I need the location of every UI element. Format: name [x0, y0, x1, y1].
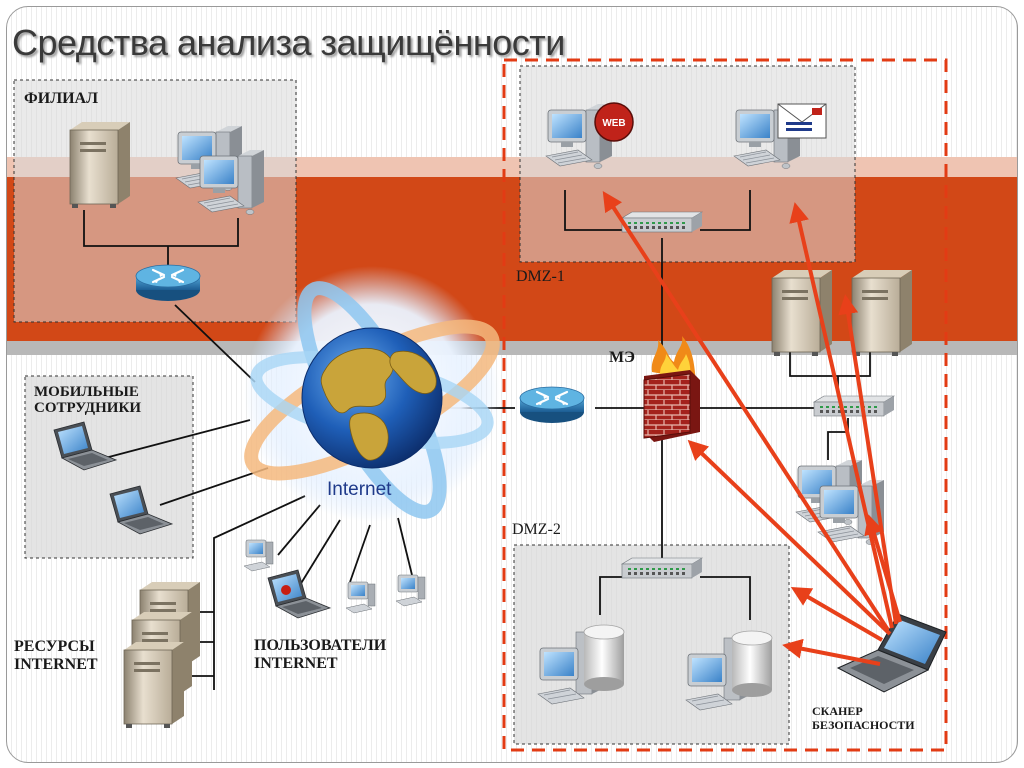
user-pc-icon-1: [243, 539, 274, 572]
link-branch-internet: [174, 304, 256, 383]
mobile-label-line1: МОБИЛЬНЫЕ: [34, 384, 139, 400]
link-mobile-1: [104, 419, 251, 459]
users-label-line2: INTERNET: [254, 655, 338, 672]
lan-server-tower-icon-1: [771, 269, 833, 357]
scan-arrow-dmz2-db: [782, 638, 881, 666]
protected-perimeter-frame: [502, 58, 948, 752]
link-lan-servers: [789, 352, 871, 377]
globe-continent-asia: [389, 350, 437, 394]
mobile-zone-frame: [24, 375, 194, 559]
firewall-icon: [643, 336, 700, 442]
link-user-1: [277, 504, 321, 556]
lan-switch-icon: [813, 395, 895, 417]
branch-router-icon: [134, 263, 202, 303]
virus-badge-icon: [281, 585, 291, 595]
scan-arrow-lan-workstations: [864, 514, 902, 623]
web-badge-icon: [594, 102, 634, 142]
internet-globe: [244, 266, 500, 522]
dmz2-label: DMZ-2: [512, 521, 561, 538]
dmz1-web-server: WEB: [545, 102, 634, 169]
link-dmz1-web: [564, 190, 622, 231]
globe-continent-europe: [320, 348, 394, 414]
globe-continent-africa: [349, 412, 389, 461]
link-user-4: [397, 517, 413, 576]
link-dmz2-db1: [599, 576, 622, 615]
mail-icon: [777, 103, 827, 139]
link-mobile-2: [159, 467, 269, 506]
user-pc-icon-2: [345, 581, 376, 614]
link-dmz2-db2: [700, 576, 751, 620]
internet-label: Internet: [327, 479, 392, 500]
firewall-label: МЭ: [609, 349, 635, 366]
scan-arrows: [602, 190, 902, 666]
page-title: Средства анализа защищённости: [12, 22, 565, 63]
web-badge-text: WEB: [602, 118, 625, 129]
scan-arrow-lan-servers: [838, 294, 898, 625]
link-resources-bus: [213, 495, 306, 690]
scan-arrow-mail-server: [789, 202, 894, 629]
users-label-line1: ПОЛЬЗОВАТЕЛИ: [254, 637, 387, 654]
dmz2-switch-icon: [621, 557, 703, 579]
link-branch-hosts: [83, 210, 239, 247]
scanner-label-line1: СКАНЕР: [812, 704, 863, 718]
lan-server-tower-icon-2: [851, 269, 913, 357]
scan-arrow-dmz2-switch: [790, 586, 884, 642]
dmz1-mail-server: [733, 103, 827, 169]
dmz1-switch-icon: [621, 211, 703, 233]
dmz1-label: DMZ-1: [516, 268, 565, 285]
branch-label: ФИЛИАЛ: [24, 90, 99, 107]
resources-label-line1: РЕСУРСЫ: [14, 638, 95, 655]
scan-arrow-firewall: [687, 439, 892, 636]
user-laptop-icon: [267, 569, 331, 619]
link-lan-switch-down: [827, 418, 849, 460]
user-pc-icon-3: [395, 574, 426, 607]
laptop-icon: [884, 620, 940, 664]
link-dmz1-mail: [700, 190, 751, 231]
link-user-2: [299, 519, 341, 586]
scan-arrow-web-server: [602, 190, 890, 632]
mobile-label-line2: СОТРУДНИКИ: [34, 400, 141, 416]
resources-label-line2: INTERNET: [14, 656, 98, 673]
user-infected-laptop: [267, 569, 331, 619]
scanner-label-line2: БЕЗОПАСНОСТИ: [812, 718, 915, 732]
branch-server-tower-icon: [69, 121, 131, 209]
core-router-icon: [518, 385, 586, 425]
branch-workstation-icon-2: [197, 149, 265, 215]
link-user-3: [349, 524, 371, 583]
resource-server-tower-icon-3: [123, 641, 185, 729]
firewall-wall: [643, 373, 691, 439]
